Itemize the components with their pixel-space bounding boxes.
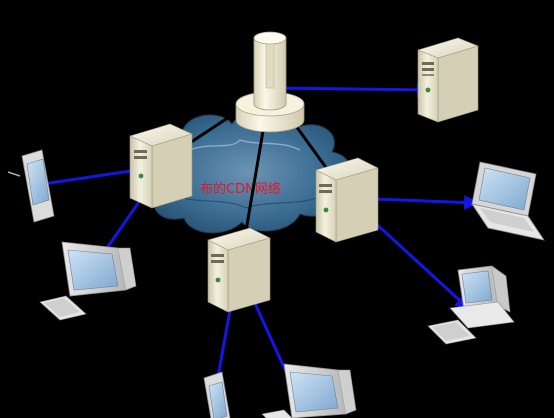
right-edge-server-icon [315, 157, 379, 243]
link-origin-top-right-server [267, 80, 432, 98]
pda-bottom-icon [203, 371, 231, 418]
top-right-server-icon [417, 37, 479, 123]
origin-tower-server-icon [235, 31, 305, 133]
workstation-icon [427, 265, 515, 345]
cloud-label: 布的CDN网络 [200, 181, 281, 197]
bottom-edge-server-icon [207, 227, 271, 313]
pda-icon [7, 149, 55, 223]
left-edge-server-icon [129, 123, 193, 209]
desktop-left-icon [39, 241, 137, 321]
desktop-bottom-icon [261, 363, 357, 418]
laptop-icon [471, 161, 545, 241]
